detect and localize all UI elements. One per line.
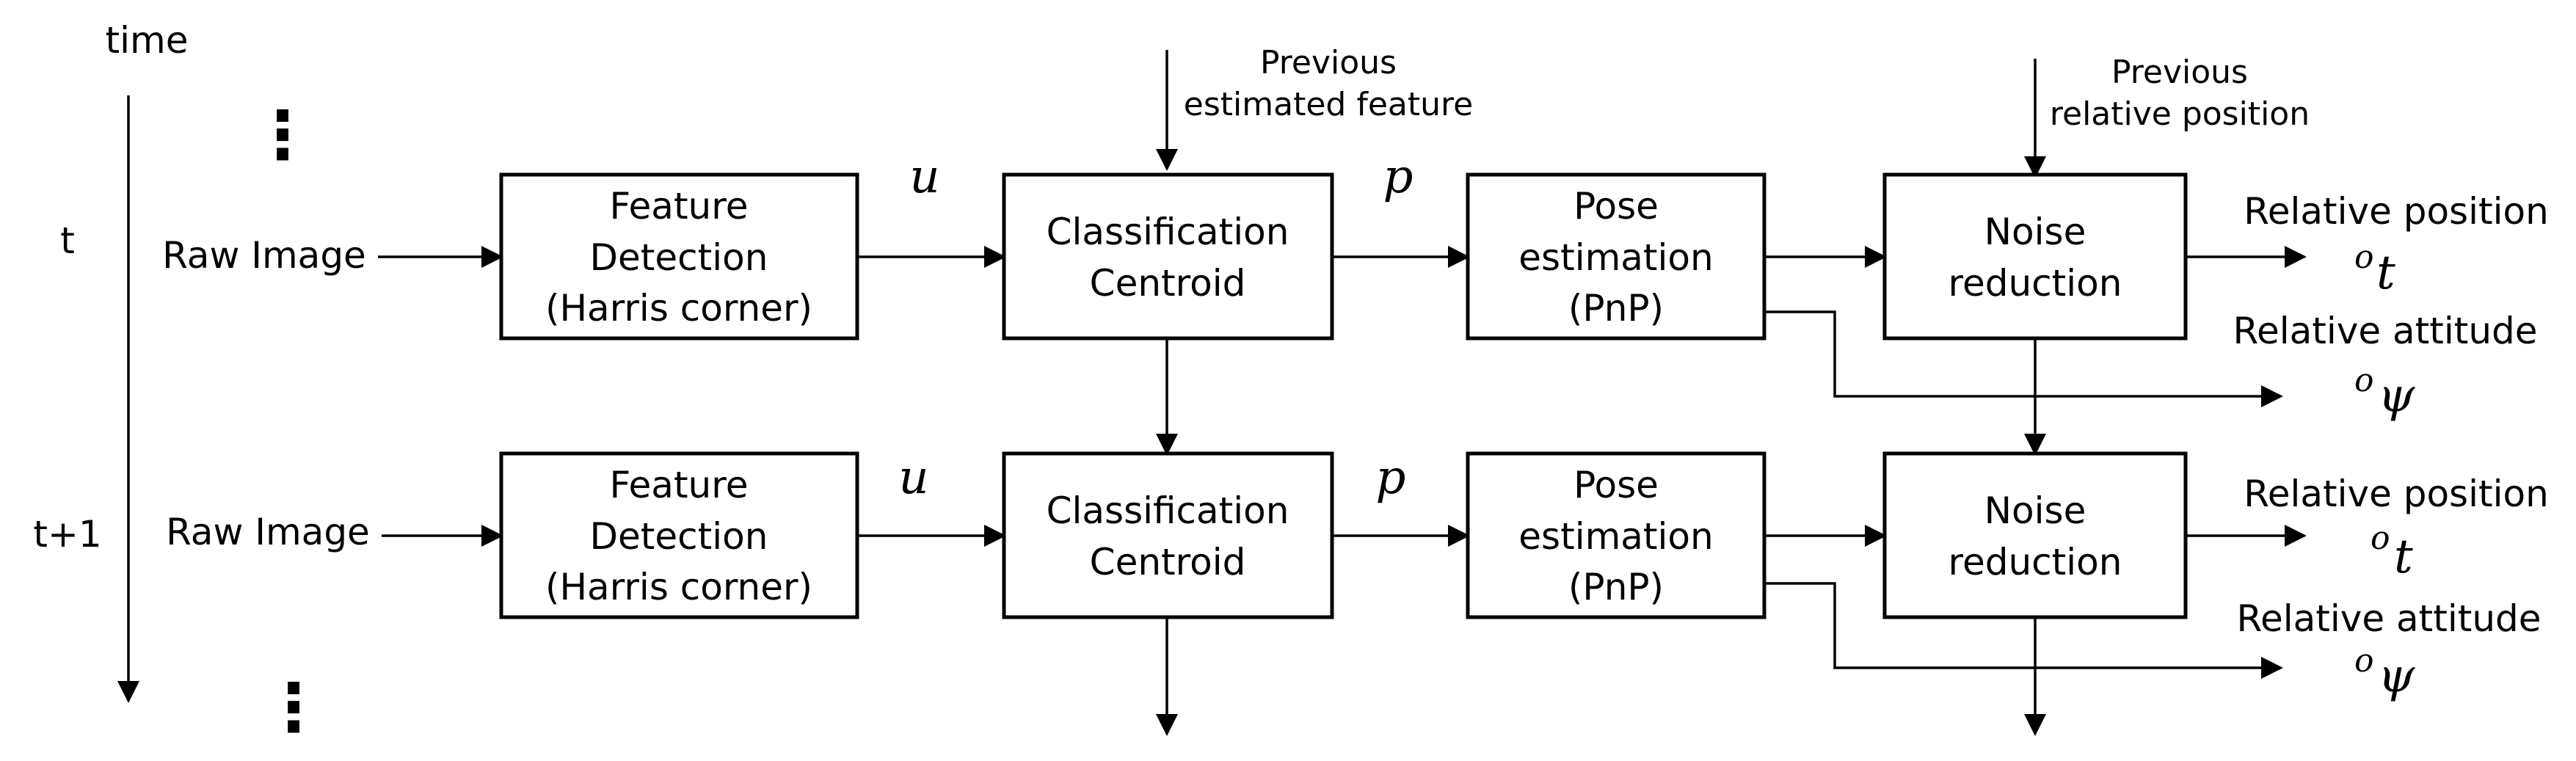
time-label-t-plus-1: t+1 [33, 513, 101, 556]
feature-detection-line1: Feature [610, 464, 749, 506]
previous-feature-label-line1: Previous [1260, 44, 1397, 81]
u-symbol: u [909, 150, 939, 204]
raw-image-label: Raw Image [162, 234, 366, 277]
feature-detection-line1: Feature [610, 185, 749, 227]
row-t: Raw Image Feature Detection (Harris corn… [162, 150, 2549, 423]
noise-reduction-box [1882, 172, 2188, 341]
pose-line2: estimation [1518, 236, 1713, 279]
relative-position-symbol: t [2376, 246, 2395, 300]
classification-line2: Centroid [1090, 262, 1246, 305]
relative-attitude-label: Relative attitude [2236, 597, 2541, 640]
relative-position-sup: o [2354, 239, 2374, 276]
previous-position-label-line2: relative position [2050, 95, 2310, 133]
classification-line1: Classification [1047, 211, 1289, 253]
noise-line1: Noise [1984, 489, 2086, 532]
feature-detection-line3: (Harris corner) [545, 287, 812, 329]
classification-line2: Centroid [1090, 541, 1246, 583]
relative-position-label: Relative position [2244, 473, 2549, 515]
feature-detection-line2: Detection [590, 236, 768, 279]
relative-attitude-symbol: ψ [2378, 368, 2415, 423]
relative-attitude-symbol: ψ [2378, 649, 2415, 703]
relative-attitude-arrow [1764, 582, 2283, 679]
noise-line2: reduction [1949, 541, 2122, 583]
ellipsis-top: ⋮ [250, 97, 316, 174]
classification-line1: Classification [1047, 489, 1289, 532]
feature-detection-box [499, 172, 859, 341]
pose-line2: estimation [1518, 515, 1713, 558]
previous-position-label-line1: Previous [2111, 54, 2248, 91]
relative-attitude-sup: o [2354, 642, 2374, 680]
time-axis-label: time [106, 19, 189, 62]
classification-centroid-box [1002, 451, 1334, 619]
noise-reduction-box [1882, 451, 2188, 619]
noise-line2: reduction [1949, 262, 2122, 305]
relative-position-sup: o [2371, 520, 2390, 557]
feature-detection-line2: Detection [590, 515, 768, 558]
u-symbol: u [898, 451, 928, 505]
relative-attitude-sup: o [2354, 362, 2374, 399]
raw-image-label: Raw Image [166, 511, 370, 553]
relative-position-symbol: t [2394, 530, 2413, 584]
p-symbol: p [1383, 150, 1413, 204]
row-t-plus-1: Raw Image Feature Detection (Harris corn… [166, 451, 2549, 703]
feature-detection-box [499, 451, 859, 619]
relative-position-label: Relative position [2244, 190, 2549, 233]
pose-line1: Pose [1573, 185, 1659, 227]
classification-centroid-box [1002, 172, 1334, 341]
p-symbol: p [1376, 451, 1406, 505]
time-label-t: t [60, 219, 75, 262]
previous-feature-label-line2: estimated feature [1184, 86, 1473, 123]
ellipsis-bottom: ⋮ [261, 669, 327, 746]
relative-attitude-label: Relative attitude [2233, 310, 2537, 352]
noise-line1: Noise [1984, 211, 2086, 253]
feature-detection-line3: (Harris corner) [545, 566, 812, 608]
relative-attitude-arrow [1764, 310, 2283, 407]
pose-line1: Pose [1573, 464, 1659, 506]
pose-line3: (PnP) [1568, 287, 1664, 329]
pose-line3: (PnP) [1568, 566, 1664, 608]
